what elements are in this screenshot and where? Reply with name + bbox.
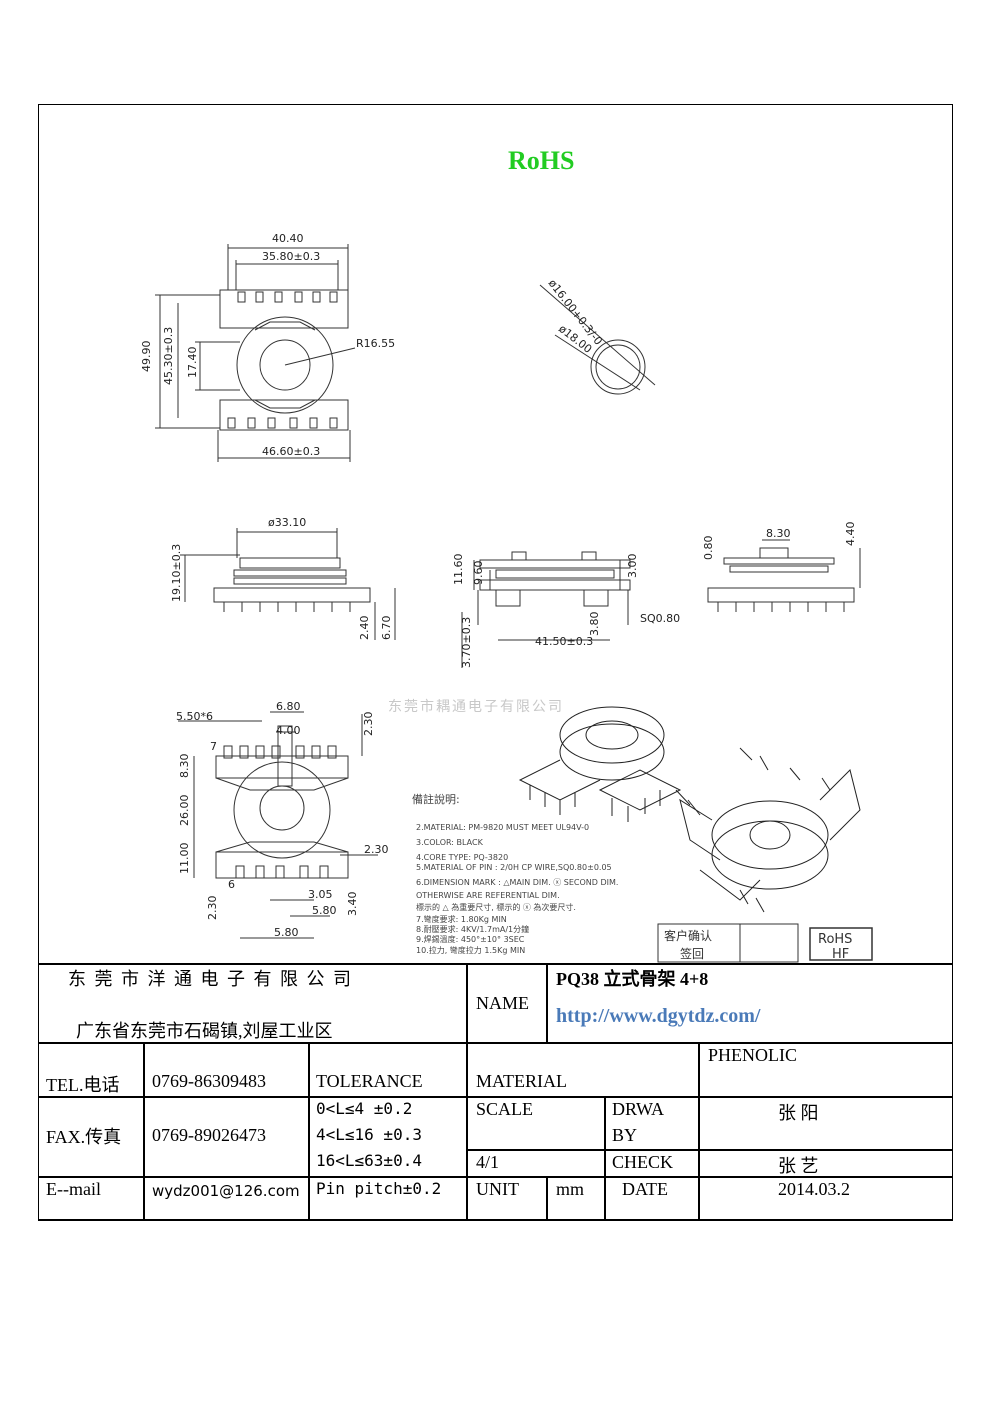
customer-confirm-box — [657, 923, 799, 963]
tel-label: TEL.电话 — [46, 1075, 120, 1095]
dim-right-slot: 8.30 — [766, 527, 791, 540]
confirm-label: 客户确认 — [664, 928, 712, 943]
fax-label: FAX.传真 — [46, 1127, 122, 1147]
dim-side-pin-len: 3.80 — [588, 612, 601, 637]
check-value: 张 艺 — [778, 1156, 819, 1176]
company-address: 广东省东莞市石碣镇,刘屋工业区 — [76, 1021, 333, 1041]
dim-side-pin-offset: 3.70±0.3 — [460, 617, 473, 668]
title-block: 东 莞 市 洋 通 电 子 有 限 公 司 广东省东莞市石碣镇,刘屋工业区 NA… — [38, 963, 953, 1221]
email-value[interactable]: wydz001@126.com — [152, 1182, 300, 1200]
dim-bottom-slot-inner: 4.00 — [276, 724, 301, 737]
dim-bottom-width: 5.80 — [274, 926, 299, 939]
dim-right-height: 4.40 — [844, 522, 857, 547]
check-label: CHECK — [612, 1152, 674, 1172]
dim-top-width: 40.40 — [272, 232, 304, 245]
note-line: 9.焊錫溫度: 450°±10° 3SEC — [416, 934, 525, 944]
fax-value: 0769-89026473 — [152, 1125, 266, 1145]
tolerance-range-1: 0<L≤4 ±0.2 — [316, 1099, 413, 1118]
note-line: 8.耐壓要求: 4KV/1.7mA/1分鐘 — [416, 924, 529, 934]
isometric-view-1 — [518, 706, 682, 822]
dim-right-flange: 0.80 — [702, 536, 715, 561]
dim-bottom-flange: 8.30 — [178, 754, 191, 779]
dim-bottom-right-gap: 2.30 — [364, 843, 389, 856]
note-line: 10.拉力, 彎度拉力 1.5Kg MIN — [416, 945, 525, 955]
notes-title: 備註說明: — [412, 792, 460, 806]
watermark: 东莞市耦通电子有限公司 — [388, 698, 564, 715]
scale-label: SCALE — [476, 1099, 534, 1119]
rohs-hf-stamp — [809, 927, 873, 961]
circle-view — [539, 284, 656, 395]
dim-side-body: 9.60 — [472, 561, 485, 586]
side-view — [461, 551, 631, 668]
dim-side-width: 41.50±0.3 — [535, 635, 593, 648]
unit-value: mm — [556, 1179, 585, 1199]
tolerance-pin-pitch: Pin pitch±0.2 — [316, 1179, 442, 1198]
note-line: 6.DIMENSION MARK : △MAIN DIM. ⓧ SECOND D… — [416, 878, 618, 887]
dim-top-height: 49.90 — [140, 341, 153, 373]
dim-side-total: 11.60 — [452, 554, 465, 586]
tolerance-label: TOLERANCE — [316, 1071, 423, 1091]
tolerance-range-2: 4<L≤16 ±0.3 — [316, 1125, 422, 1144]
tolerance-range-3: 16<L≤63±0.4 — [316, 1151, 422, 1170]
dim-bottom-left-gap: 2.30 — [206, 896, 219, 921]
note-line: OTHERWISE ARE REFERENTIAL DIM. — [416, 891, 560, 900]
drawn-by-label-2: BY — [612, 1125, 638, 1145]
dim-bottom-top-gap: 2.30 — [362, 712, 375, 737]
drawn-by-value: 张 阳 — [778, 1103, 819, 1123]
dim-bottom-pin-height: 3.40 — [346, 892, 359, 917]
date-label: DATE — [622, 1179, 668, 1199]
pin-number-7: 7 — [210, 740, 217, 753]
email-label: E--mail — [46, 1179, 101, 1199]
drawn-by-label: DRWA — [612, 1099, 665, 1119]
front-view — [180, 528, 396, 640]
dim-side-pin-sq: SQ0.80 — [640, 612, 680, 625]
bottom-view — [178, 711, 378, 939]
note-line: 5.MATERIAL OF PIN : 2/0H CP WIRE,SQ0.80±… — [416, 863, 612, 872]
dim-bottom-pitch: 5.50*6 — [176, 710, 213, 723]
dim-bottom-pin-gap: 3.05 — [308, 888, 333, 901]
dim-front-pin-total: 6.70 — [380, 616, 393, 641]
dim-side-flange: 3.00 — [626, 554, 639, 579]
tel-value: 0769-86309483 — [152, 1071, 266, 1091]
note-line: 7.彎度要求: 1.80Kg MIN — [416, 914, 507, 924]
rohs-title: RoHS — [508, 146, 575, 175]
unit-label: UNIT — [476, 1179, 519, 1199]
material-label: MATERIAL — [476, 1071, 567, 1091]
hf-stamp-label: HF — [832, 947, 849, 962]
product-name: PQ38 立式骨架 4+8 — [556, 969, 709, 989]
note-line: 2.MATERIAL: PM-9820 MUST MEET UL94V-0 — [416, 823, 589, 832]
pin-number-6: 6 — [228, 878, 235, 891]
name-label: NAME — [476, 993, 529, 1013]
dim-bottom-lower-flange: 11.00 — [178, 843, 191, 875]
dim-front-height: 19.10±0.3 — [170, 544, 183, 602]
material-value: PHENOLIC — [708, 1045, 797, 1065]
dim-top-center: 17.40 — [186, 347, 199, 379]
note-line: 4.CORE TYPE: PQ-3820 — [416, 853, 508, 862]
rohs-stamp-label: RoHS — [818, 932, 852, 947]
note-line: 3.COLOR: BLACK — [416, 838, 484, 847]
dim-bottom-pin-span: 5.80 — [312, 904, 337, 917]
dim-top-inner: 35.80±0.3 — [262, 250, 320, 263]
dim-front-pin: 2.40 — [358, 616, 371, 641]
dim-top-bottom-width: 46.60±0.3 — [262, 445, 320, 458]
note-line: 標示的 △ 為重要尺寸, 標示的 ⓧ 為次要尺寸. — [416, 902, 576, 912]
date-value: 2014.03.2 — [778, 1179, 850, 1199]
dim-bottom-slot: 6.80 — [276, 700, 301, 713]
company-name: 东 莞 市 洋 通 电 子 有 限 公 司 — [68, 969, 353, 989]
website-link[interactable]: http://www.dgytdz.com/ — [556, 1005, 761, 1027]
dim-front-dia: ø33.10 — [268, 516, 306, 529]
dim-bottom-body: 26.00 — [178, 795, 191, 827]
dim-top-radius: R16.55 — [356, 337, 395, 350]
confirm-label-2: 签回 — [680, 946, 704, 961]
scale-value: 4/1 — [476, 1152, 500, 1172]
right-view — [707, 539, 861, 612]
isometric-view-2 — [675, 747, 861, 913]
dim-top-inner-height: 45.30±0.3 — [162, 327, 175, 385]
top-view — [155, 244, 356, 462]
